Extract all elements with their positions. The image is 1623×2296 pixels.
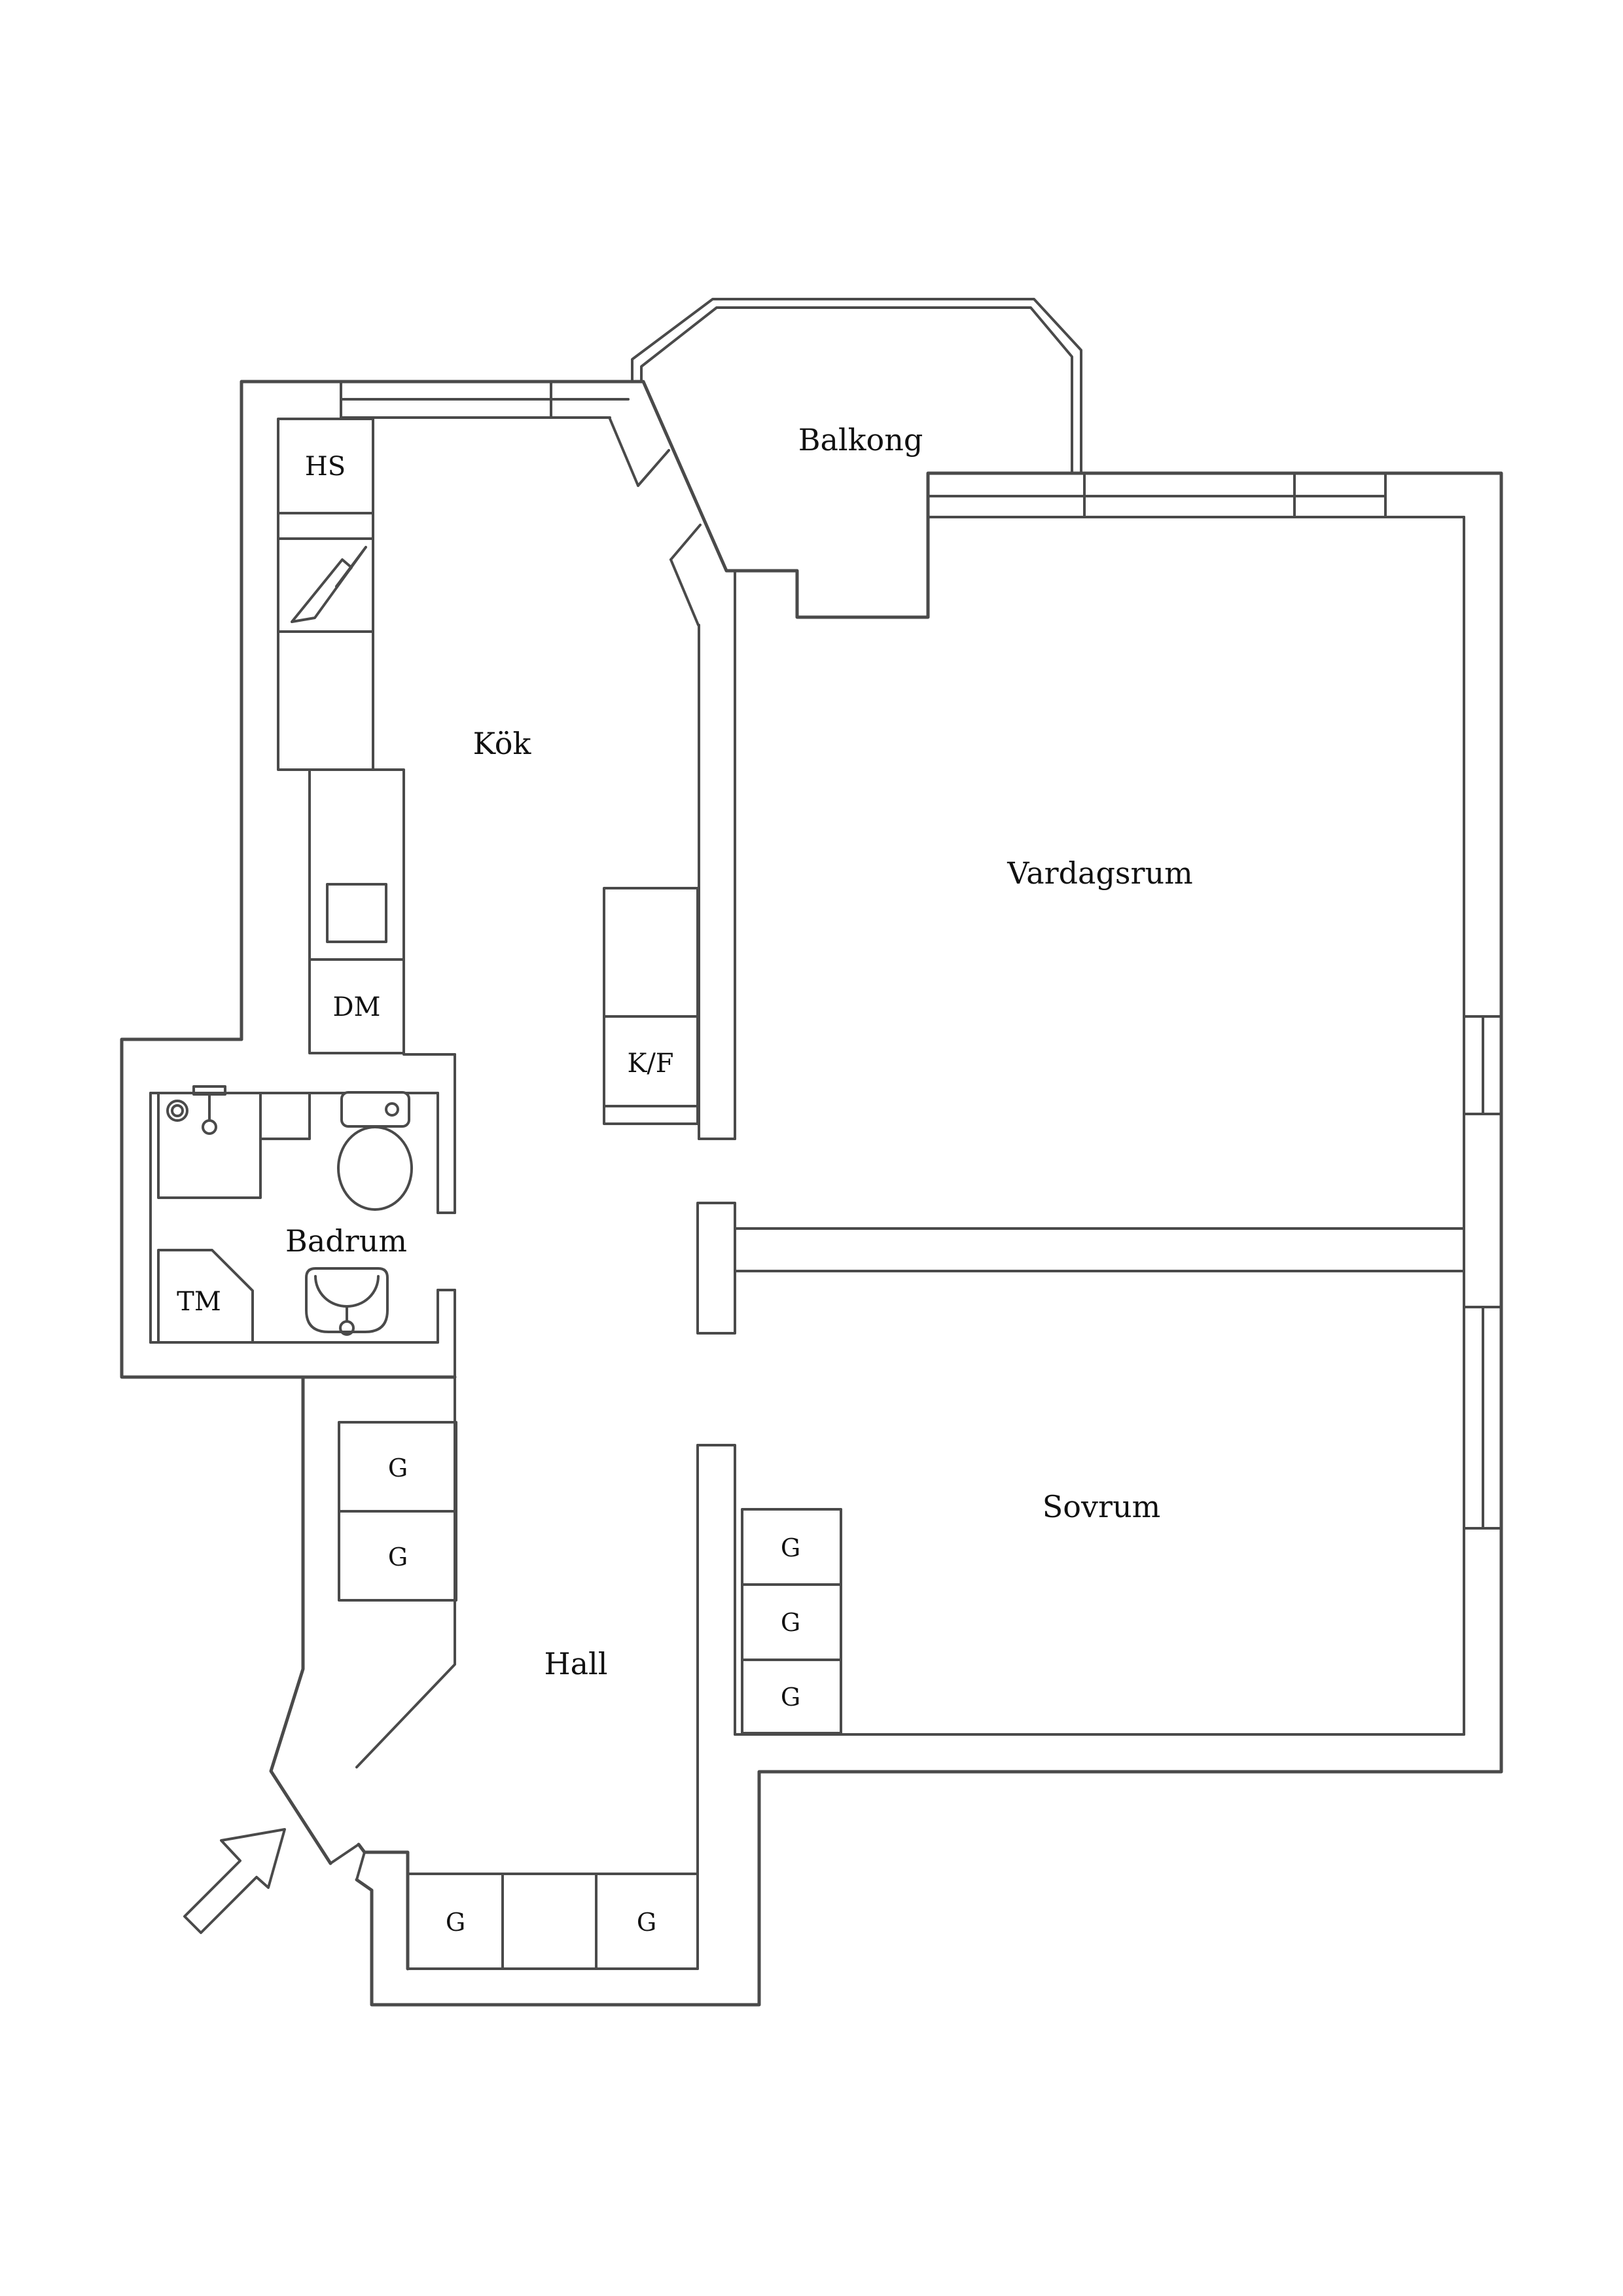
fixture-label-dm: DM: [332, 992, 380, 1022]
kitchen-window: [340, 380, 630, 419]
hall-bedroom-partition: [696, 1202, 736, 1970]
bedroom-right-window: [1463, 1306, 1503, 1530]
bedroom-walls: [734, 1508, 1465, 1736]
wardrobe-label-bedroom-3: G: [781, 1683, 800, 1712]
wardrobe-label-hall-1: G: [388, 1454, 408, 1482]
balcony-door-jamb-lower: [669, 524, 702, 561]
balcony-door-jamb-upper: [637, 449, 670, 487]
wardrobe-label-hall-2: G: [388, 1543, 408, 1571]
entry-wardrobe-row: [406, 1873, 699, 1970]
living-room-top-windows: [927, 472, 1465, 518]
hall-wardrobes: [338, 1421, 457, 1602]
kitchen-living-divider-wall: [698, 569, 736, 1140]
room-label-living-room: Vardagsrum: [1007, 855, 1193, 891]
bedroom-wardrobes: [741, 1508, 842, 1734]
wardrobe-label-bedroom-2: G: [781, 1608, 800, 1637]
bathroom-shelf: [259, 1092, 311, 1140]
kitchen-sink: [326, 883, 387, 943]
room-label-kitchen: Kök: [473, 726, 532, 761]
balcony-door-wall-lower: [669, 558, 700, 626]
kitchen-counter-run: [308, 768, 405, 1054]
living-bedroom-divider: [734, 1227, 1465, 1272]
outer-boundary: [240, 380, 1503, 2007]
bathroom-fixtures: [157, 1085, 413, 1344]
bathroom-bulge-outer-wall: [120, 1037, 457, 1379]
labels: Balkong Kök Vardagsrum Badrum Hall Sovru…: [177, 422, 1193, 1937]
right-wall: [1463, 516, 1503, 1736]
partition-pillar: [696, 1202, 736, 1335]
entry-door-jamb: [329, 1843, 360, 1865]
entry-lower-wall: [357, 1842, 410, 1971]
wardrobe-label-bedroom-1: G: [781, 1534, 800, 1562]
wash-basin-icon: [305, 1267, 389, 1336]
hall-west-partition: [355, 1289, 456, 1768]
entry-arrow-icon: [183, 1828, 286, 1934]
balcony-parapet: [631, 298, 1082, 475]
washing-machine: [157, 1249, 254, 1344]
fixture-label-tm: TM: [177, 1287, 221, 1317]
exterior-walls: [120, 380, 1503, 2007]
entry-threshold-edge: [355, 1851, 366, 1881]
living-room-right-window: [1463, 1015, 1503, 1115]
room-label-balcony: Balkong: [798, 422, 923, 457]
room-label-hall: Hall: [544, 1646, 608, 1681]
toilet-icon: [337, 1091, 413, 1211]
faucet-icon: [166, 1085, 226, 1135]
balcony-parapet-inner: [640, 306, 1073, 475]
hall-west-outer-wall: [269, 1375, 332, 1865]
wardrobe-label-entry-1: G: [446, 1908, 465, 1937]
room-label-bedroom: Sovrum: [1043, 1489, 1160, 1524]
fridge-freezer-unit: [603, 887, 699, 1125]
fixture-label-hs: HS: [305, 452, 346, 482]
balcony-parapet-outer: [631, 298, 1082, 475]
room-label-bathroom: Badrum: [285, 1223, 407, 1259]
electrical-panel-bolt-icon: [291, 546, 367, 623]
balcony-door-wall-upper: [609, 418, 639, 487]
balcony-door: [609, 418, 702, 626]
wardrobe-label-entry-2: G: [637, 1908, 656, 1937]
fixture-label-kf: K/F: [627, 1049, 673, 1079]
